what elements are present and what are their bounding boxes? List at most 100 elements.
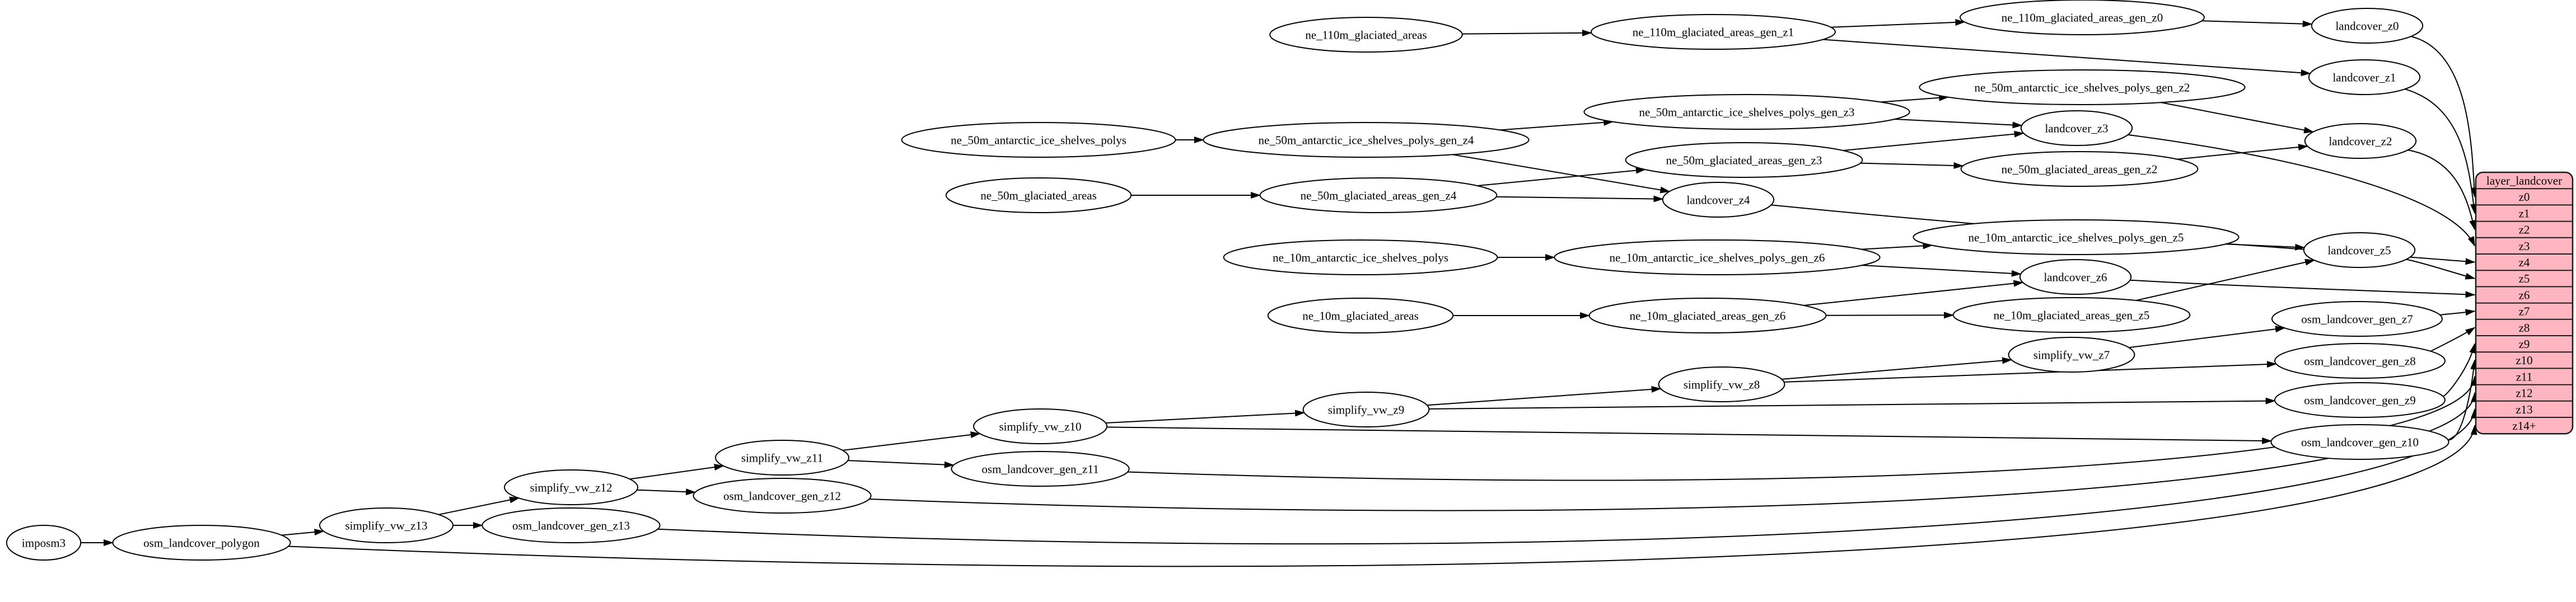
node-ne_50m_glaciated_areas: ne_50m_glaciated_areas — [945, 177, 1132, 213]
edge-landcover_z2-to-row-z2 — [2407, 149, 2476, 231]
node-ellipse — [1302, 392, 1430, 427]
node-osm_landcover_gen_z7: osm_landcover_gen_z7 — [2271, 301, 2443, 337]
node-label: ne_10m_glaciated_areas_gen_z5 — [1994, 308, 2150, 322]
node-label: simplify_vw_z12 — [530, 481, 613, 494]
table-row-z7: z7 — [2476, 302, 2573, 318]
node-label: osm_landcover_gen_z9 — [2304, 393, 2415, 407]
node-label: ne_10m_antarctic_ice_shelves_polys_gen_z… — [1969, 231, 2184, 244]
node-simplify_vw_z7: simplify_vw_z7 — [2008, 337, 2135, 373]
node-landcover_z1: landcover_z1 — [2308, 59, 2421, 95]
table-row-z13: z13 — [2476, 400, 2573, 416]
table-row-label: z6 — [2519, 288, 2530, 302]
node-label: osm_landcover_gen_z7 — [2301, 312, 2413, 326]
node-ellipse — [1591, 14, 1836, 50]
edge-simplify_vw_z8-to-osm_landcover_gen_z8 — [1784, 361, 2277, 383]
node-ellipse — [945, 177, 1132, 213]
node-ellipse — [6, 525, 82, 561]
node-label: landcover_z1 — [2332, 70, 2396, 84]
table-row-z1: z1 — [2476, 204, 2573, 220]
node-ellipse — [1913, 219, 2240, 255]
node-osm_landcover_gen_z9: osm_landcover_gen_z9 — [2274, 382, 2446, 418]
node-label: landcover_z6 — [2044, 270, 2107, 284]
edge-osm_landcover_gen_z11-to-row-z11 — [1128, 375, 2478, 481]
node-label: ne_10m_antarctic_ice_shelves_polys — [1273, 251, 1448, 264]
node-label: ne_50m_glaciated_areas_gen_z3 — [1666, 153, 1822, 167]
table-row-z5: z5 — [2476, 270, 2573, 285]
node-label: ne_10m_antarctic_ice_shelves_polys_gen_z… — [1610, 251, 1825, 264]
node-ellipse — [1960, 151, 2199, 187]
edge-ne_50m_antarctic_ice_shelves_polys_gen_z3-to-landcover_z3 — [1894, 119, 2023, 129]
edge-osm_landcover_gen_z9-to-row-z9 — [2442, 343, 2476, 397]
edge-ne_50m_glaciated_areas_gen_z4-to-ne_50m_glaciated_areas_gen_z3 — [1477, 167, 1646, 186]
node-simplify_vw_z12: simplify_vw_z12 — [504, 469, 638, 505]
node-ellipse — [1952, 297, 2191, 333]
edge-simplify_vw_z10-to-osm_landcover_gen_z10 — [1106, 426, 2273, 444]
node-ellipse — [1223, 239, 1498, 275]
edge-ne_10m_glaciated_areas_gen_z6-to-landcover_z6 — [1803, 280, 2024, 306]
node-label: ne_110m_glaciated_areas_gen_z0 — [2002, 11, 2163, 24]
node-ellipse — [1259, 177, 1498, 213]
node-ne_10m_glaciated_areas_gen_z6: ne_10m_glaciated_areas_gen_z6 — [1588, 298, 1827, 333]
node-label: ne_50m_antarctic_ice_shelves_polys_gen_z… — [1259, 133, 1474, 147]
node-landcover_z4: landcover_z4 — [1662, 182, 1775, 218]
edge-ne_110m_glaciated_areas_gen_z1-to-ne_110m_glaciated_areas_gen_z0 — [1831, 18, 1966, 28]
edge-ne_10m_glaciated_areas_gen_z5-to-landcover_z5 — [2135, 258, 2316, 301]
edge-simplify_vw_z11-to-simplify_vw_z10 — [842, 431, 981, 451]
table-row-z10: z10 — [2476, 351, 2573, 367]
node-ellipse — [2020, 110, 2133, 146]
node-simplify_vw_z8: simplify_vw_z8 — [1658, 366, 1785, 402]
node-label: landcover_z5 — [2327, 243, 2391, 257]
node-ne_10m_antarctic_ice_shelves_polys_gen_z6: ne_10m_antarctic_ice_shelves_polys_gen_z… — [1554, 239, 1881, 275]
table-row-z14+: z14+ — [2476, 417, 2573, 432]
table-row-z3: z3 — [2476, 237, 2573, 253]
edge-ne_10m_antarctic_ice_shelves_polys_gen_z6-to-ne_10m_antarctic_ice_shelves_polys_gen_z5 — [1861, 242, 1933, 250]
node-ne_110m_glaciated_areas: ne_110m_glaciated_areas — [1269, 17, 1463, 53]
table-title: layer_landcover — [2486, 174, 2562, 187]
node-label: landcover_z3 — [2045, 121, 2108, 135]
node-ellipse — [715, 440, 849, 476]
edge-osm_landcover_gen_z10-to-row-z10 — [2448, 359, 2477, 441]
nodes-layer: ne_110m_glaciated_areas ne_110m_glaciated… — [6, 0, 2449, 561]
table-row-label: z10 — [2516, 354, 2532, 367]
edge-simplify_vw_z9-to-simplify_vw_z8 — [1427, 385, 1662, 406]
table-row-label: z0 — [2519, 190, 2530, 204]
node-label: simplify_vw_z8 — [1684, 378, 1760, 391]
node-osm_landcover_gen_z12: osm_landcover_gen_z12 — [693, 478, 872, 514]
node-ellipse — [2008, 337, 2135, 373]
node-ne_50m_antarctic_ice_shelves_polys_gen_z2: ne_50m_antarctic_ice_shelves_polys_gen_z… — [1919, 69, 2246, 105]
table-row-z2: z2 — [2476, 220, 2573, 237]
edge-osm_landcover_gen_z8-to-row-z8 — [2430, 327, 2476, 352]
node-ellipse — [1267, 298, 1454, 333]
node-label: ne_50m_glaciated_areas_gen_z2 — [2002, 162, 2158, 176]
node-ne_50m_antarctic_ice_shelves_polys_gen_z4: ne_50m_antarctic_ice_shelves_polys_gen_z… — [1203, 122, 1530, 158]
node-label: ne_10m_glaciated_areas_gen_z6 — [1630, 309, 1786, 322]
node-landcover_z5: landcover_z5 — [2303, 232, 2416, 268]
edge-ne_110m_glaciated_areas_gen_z1-to-landcover_z1 — [1822, 39, 2311, 77]
node-ellipse — [951, 451, 1130, 487]
node-ellipse — [901, 122, 1176, 158]
table-row-z0: z0 — [2476, 188, 2573, 204]
node-simplify_vw_z13: simplify_vw_z13 — [319, 507, 454, 543]
node-ellipse — [2274, 382, 2446, 418]
node-ne_10m_glaciated_areas: ne_10m_glaciated_areas — [1267, 298, 1454, 333]
node-label: landcover_z4 — [1686, 193, 1750, 206]
node-simplify_vw_z10: simplify_vw_z10 — [973, 408, 1107, 444]
node-ne_50m_antarctic_ice_shelves_polys: ne_50m_antarctic_ice_shelves_polys — [901, 122, 1176, 158]
edge-osm_landcover_gen_z7-to-row-z7 — [2435, 309, 2476, 316]
table-row-label: z2 — [2519, 223, 2530, 237]
edge-osm_landcover_polygon-to-row-z14+ — [288, 425, 2477, 567]
edge-landcover_z0-to-row-z0 — [2410, 36, 2478, 198]
node-ellipse — [2311, 8, 2424, 44]
node-ne_10m_antarctic_ice_shelves_polys_gen_z5: ne_10m_antarctic_ice_shelves_polys_gen_z… — [1913, 219, 2240, 255]
edge-ne_50m_glaciated_areas_gen_z4-to-landcover_z4 — [1496, 195, 1664, 203]
edge-simplify_vw_z9-to-osm_landcover_gen_z9 — [1429, 397, 2276, 410]
node-ne_50m_antarctic_ice_shelves_polys_gen_z3: ne_50m_antarctic_ice_shelves_polys_gen_z… — [1583, 94, 1910, 130]
node-ellipse — [1588, 298, 1827, 333]
node-ellipse — [1583, 94, 1910, 130]
node-simplify_vw_z11: simplify_vw_z11 — [715, 440, 849, 476]
edge-osm_landcover_gen_z13-to-row-z13 — [657, 408, 2477, 545]
node-ne_10m_antarctic_ice_shelves_polys: ne_10m_antarctic_ice_shelves_polys — [1223, 239, 1498, 275]
node-label: imposm3 — [22, 536, 66, 549]
node-osm_landcover_polygon: osm_landcover_polygon — [112, 525, 291, 561]
